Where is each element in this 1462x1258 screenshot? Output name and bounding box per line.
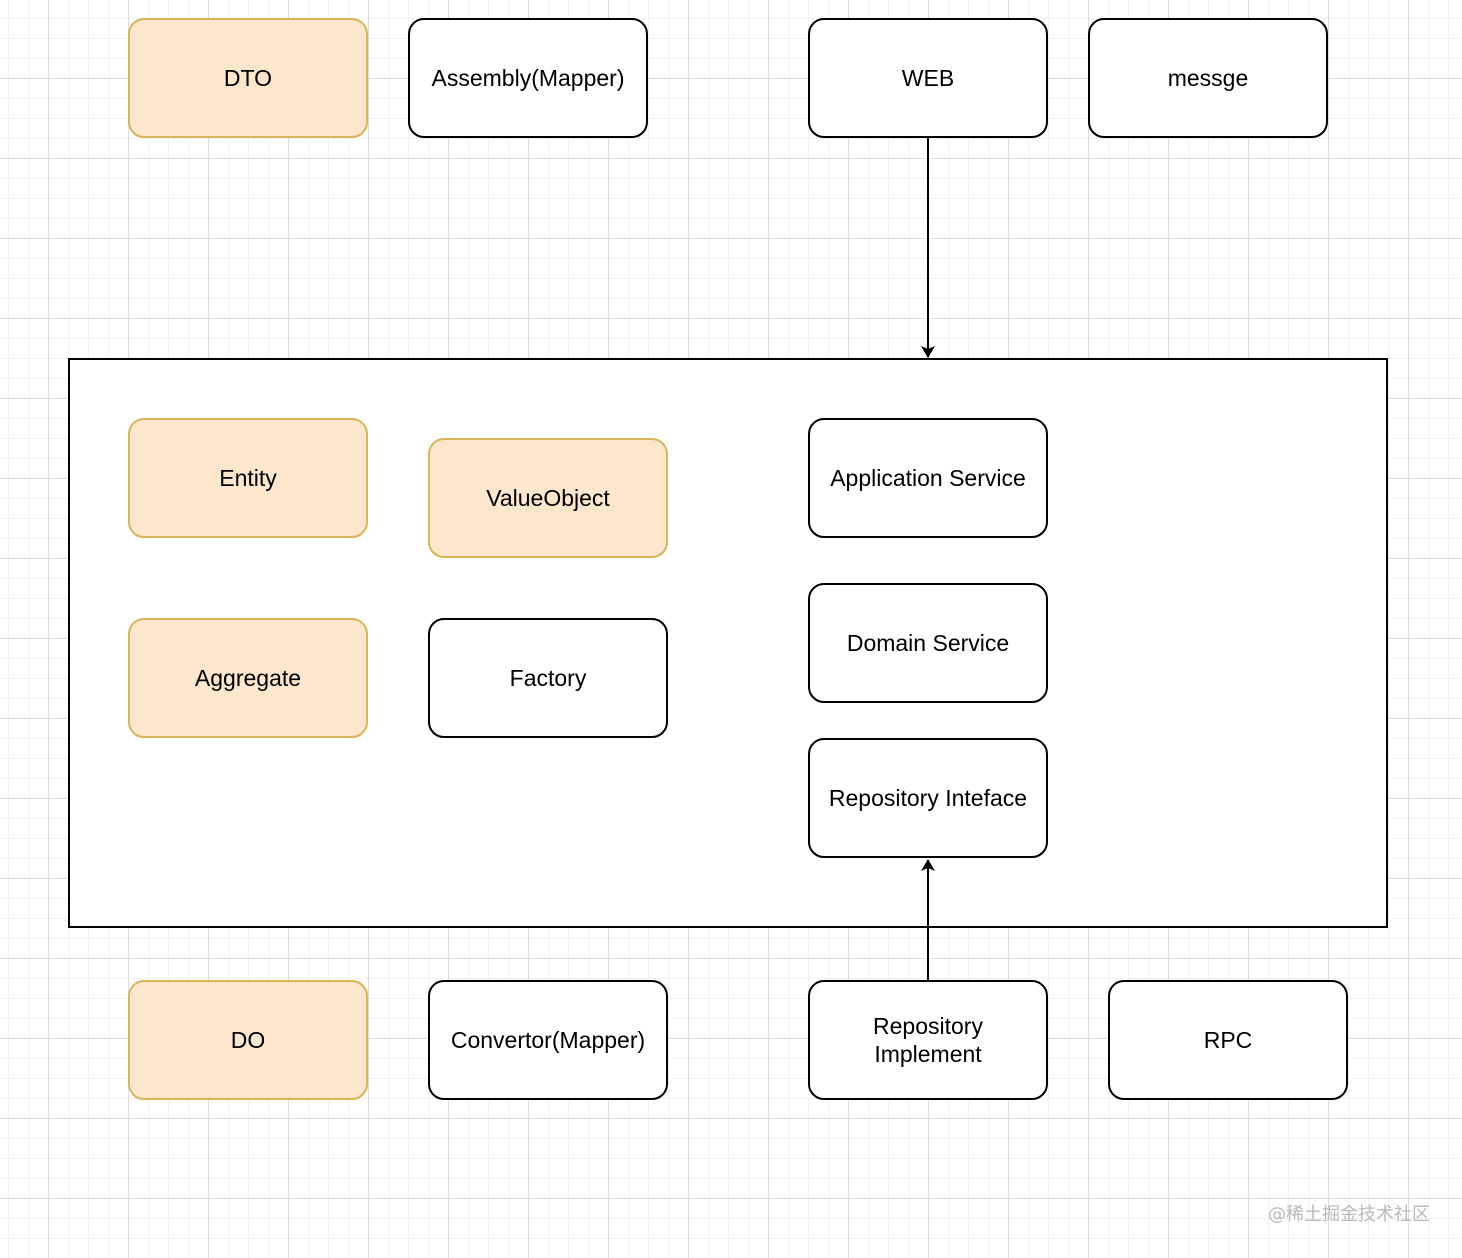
do-node[interactable]: DO — [128, 980, 368, 1100]
aggregate-label: Aggregate — [194, 665, 302, 691]
convertor-mapper-label: Convertor(Mapper) — [450, 1027, 646, 1053]
domain-service-label: Domain Service — [846, 630, 1010, 656]
message-label: messge — [1167, 65, 1249, 91]
rpc-label: RPC — [1203, 1027, 1253, 1053]
assembly-mapper-node[interactable]: Assembly(Mapper) — [408, 18, 648, 138]
entity-label: Entity — [219, 465, 277, 491]
rpc-node[interactable]: RPC — [1108, 980, 1348, 1100]
entity-node[interactable]: Entity — [128, 418, 368, 538]
factory-label: Factory — [509, 665, 587, 691]
web-label: WEB — [901, 65, 955, 91]
aggregate-node[interactable]: Aggregate — [128, 618, 368, 738]
value-object-node[interactable]: ValueObject — [428, 438, 668, 558]
application-service-node[interactable]: Application Service — [808, 418, 1048, 538]
dto-label: DTO — [223, 65, 273, 91]
web-node[interactable]: WEB — [808, 18, 1048, 138]
dto-node[interactable]: DTO — [128, 18, 368, 138]
repository-interface-label: Repository Inteface — [828, 785, 1028, 811]
factory-node[interactable]: Factory — [428, 618, 668, 738]
domain-service-node[interactable]: Domain Service — [808, 583, 1048, 703]
repository-interface-node[interactable]: Repository Inteface — [808, 738, 1048, 858]
do-label: DO — [230, 1027, 266, 1053]
assembly-mapper-label: Assembly(Mapper) — [431, 65, 625, 91]
message-node[interactable]: messge — [1088, 18, 1328, 138]
watermark-text: @稀土掘金技术社区 — [1268, 1204, 1430, 1225]
repository-implement-label: Repository Implement — [873, 1013, 983, 1067]
value-object-label: ValueObject — [486, 485, 610, 511]
repository-implement-node[interactable]: Repository Implement — [808, 980, 1048, 1100]
convertor-mapper-node[interactable]: Convertor(Mapper) — [428, 980, 668, 1100]
application-service-label: Application Service — [830, 465, 1026, 491]
